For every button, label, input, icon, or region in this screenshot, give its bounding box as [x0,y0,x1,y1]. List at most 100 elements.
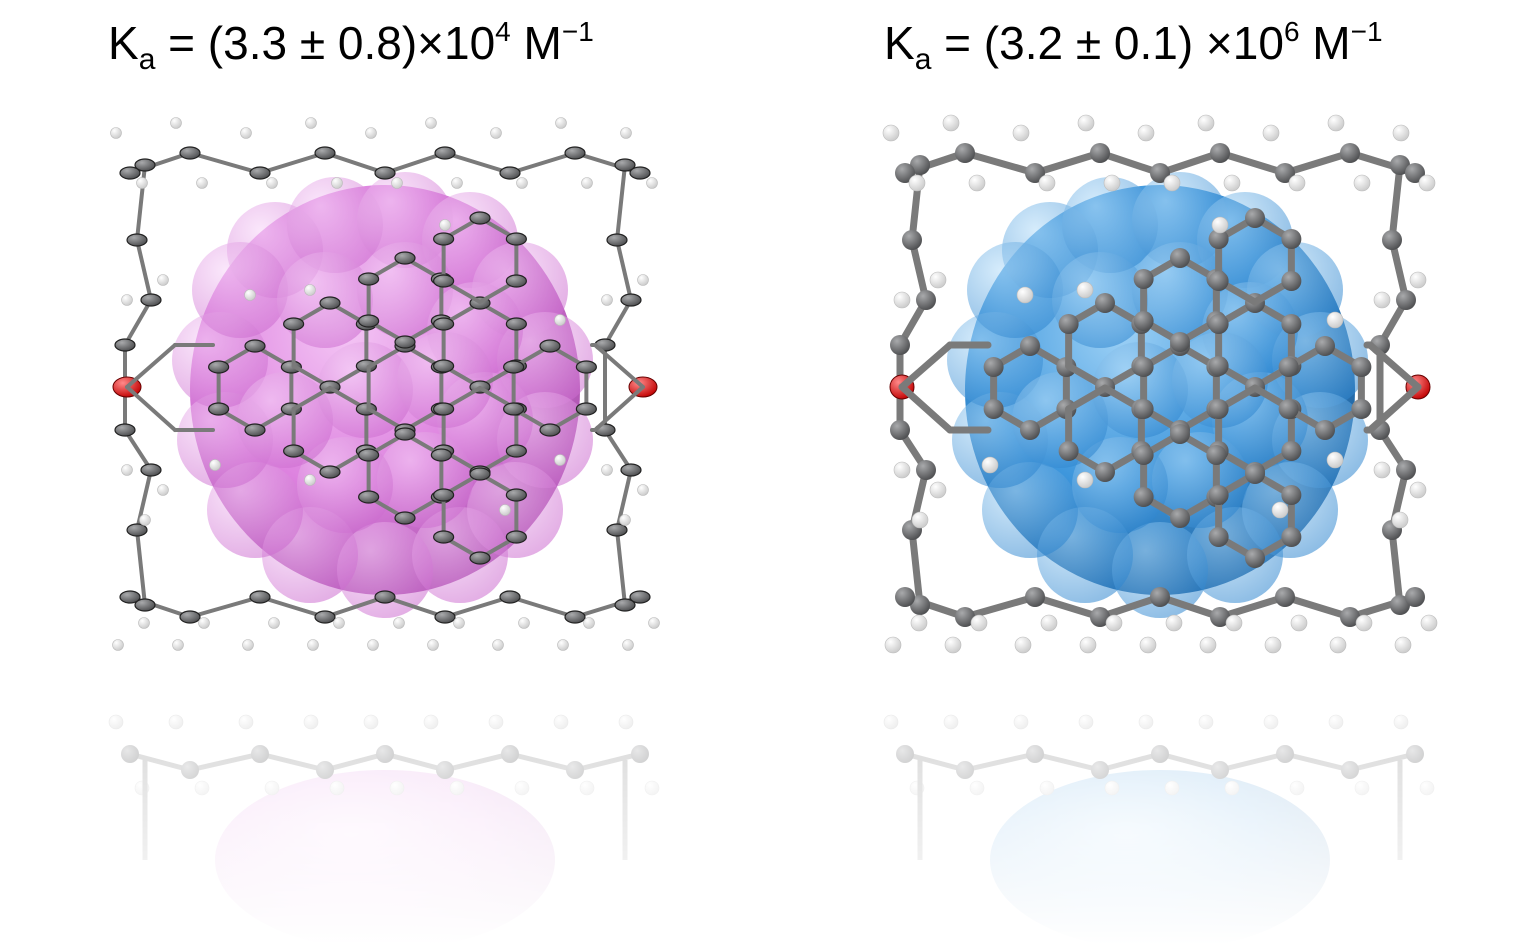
bond [125,343,177,389]
hydrogen-atom [1418,174,1436,192]
carbon-atom [179,146,201,160]
carbon-atom [434,146,456,160]
hydrogen-atom [1225,614,1243,632]
carbon-atom [358,490,380,504]
carbon-atom [1090,143,1110,163]
binding-constant-left: Ka = (3.3 ± 0.8)×104 M−1 [108,16,594,76]
carbon-atom [1351,357,1372,377]
carbon-atom [314,610,336,624]
carbon-atom [1150,587,1170,607]
carbon-atom [499,166,521,180]
bond [908,526,924,609]
carbon-atom [244,339,266,353]
carbon-atom [505,274,527,288]
hydrogen-atom [1139,636,1157,654]
hydrogen-atom [1076,471,1094,489]
carbon-atom [433,402,455,416]
bond [188,595,262,619]
hydrogen-atom [112,639,124,651]
carbon-atom [134,598,156,612]
bond [1388,526,1404,609]
carbon-atom [902,230,922,250]
carbon-atom [1206,445,1227,465]
hydrogen-atom [908,174,926,192]
carbon-atom [208,402,230,416]
carbon-atom [1315,420,1335,440]
carbon-atom [433,530,455,544]
hydrogen-atom [622,639,634,651]
hydrogen-atom [304,474,316,486]
hydrogen-atom [209,459,221,471]
carbon-atom [1210,607,1230,627]
hydrogen-atom [1373,461,1391,479]
carbon-atom [134,158,156,172]
hydrogen-atom [1409,271,1427,289]
bond [1096,149,1164,177]
carbon-atom [606,523,628,537]
carbon-atom [374,166,396,180]
carbon-atom [1281,485,1302,505]
hydrogen-atom [451,177,463,189]
carbon-atom [1150,163,1170,183]
carbon-atom [1208,314,1229,334]
guest-atom-sphere [967,242,1063,338]
carbon-atom [1025,587,1045,607]
hydrogen-atom [1012,124,1030,142]
carbon-atom [1405,587,1425,607]
hydrogen-atom [121,464,133,476]
carbon-atom [606,233,628,247]
hydrogen-atom [242,639,254,651]
carbon-atom [469,467,491,481]
hydrogen-atom [1199,636,1217,654]
carbon-atom [1095,293,1115,313]
carbon-atom [539,423,561,437]
carbon-atom [1281,229,1302,249]
bond [188,151,262,175]
hydrogen-atom [198,617,210,629]
guest-atom-sphere [1132,242,1228,338]
carbon-atom [1133,311,1154,331]
carbon-atom [1210,143,1230,163]
carbon-atom [355,359,377,373]
bond [443,595,512,619]
hydrogen-atom [1353,174,1371,192]
guest-atom-sphere [1092,342,1188,438]
carbon-atom [119,590,141,604]
hydrogen-atom [266,177,278,189]
hydrogen-atom [910,614,928,632]
bond [383,595,447,619]
hydrogen-atom [981,456,999,474]
hydrogen-atom [1391,511,1409,529]
guest-atom-sphere [1012,372,1108,468]
hydrogen-atom [1103,174,1121,192]
carbon-atom [1058,314,1079,334]
carbon-atom [1275,587,1295,607]
carbon-atom [505,317,527,331]
hydrogen-atom [499,504,511,516]
hydrogen-atom [1290,614,1308,632]
hydrogen-atom [157,274,169,286]
hydrogen-atom [893,461,911,479]
carbon-atom [126,523,148,537]
hydrogen-atom [893,291,911,309]
carbon-atom [539,339,561,353]
hydrogen-atom [1392,124,1410,142]
hydrogen-atom [942,114,960,132]
carbon-atom [1281,314,1302,334]
carbon-atom [620,463,642,477]
hydrogen-atom [581,177,593,189]
hydrogen-atom [601,294,613,306]
hydrogen-atom [1038,174,1056,192]
carbon-atom [575,402,597,416]
hydrogen-atom [304,284,316,296]
hydrogen-atom [648,617,660,629]
carbon-atom [1245,464,1265,484]
bond [1388,161,1404,244]
carbon-atom [564,146,586,160]
carbon-atom [1208,527,1229,547]
bond [123,428,153,472]
binding-constant-right: Ka = (3.2 ± 0.1) ×106 M−1 [884,16,1383,76]
carbon-atom [1090,607,1110,627]
carbon-atom [955,607,975,627]
